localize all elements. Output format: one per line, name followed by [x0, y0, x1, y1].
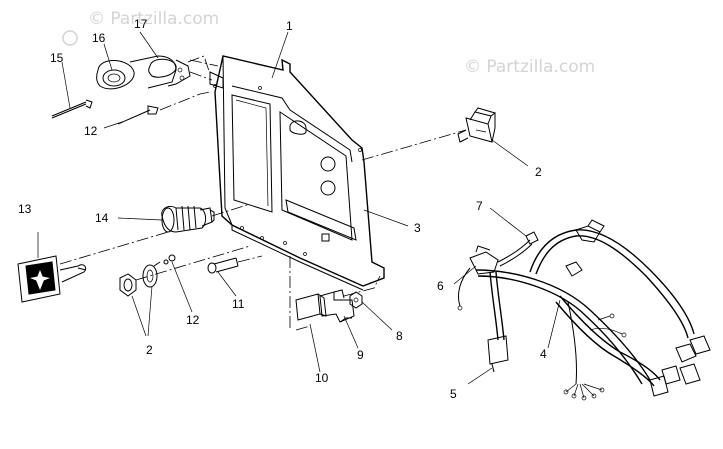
- callout-12-top: 12: [84, 124, 98, 138]
- bracket-9: [319, 289, 355, 323]
- callout-11: 11: [232, 297, 245, 311]
- callout-8: 8: [396, 329, 403, 343]
- dash-panel: [209, 55, 385, 291]
- callout-labels: 1 2 3 4 5 6 7 8 9 10 11 12 12 13 14 15 1…: [18, 17, 547, 401]
- key-switch-housing: [96, 55, 191, 90]
- screw-12-top: [117, 105, 159, 125]
- nut-8: [349, 291, 363, 309]
- callout-6: 6: [437, 279, 444, 293]
- callout-1: 1: [286, 19, 293, 33]
- callout-2-nut: 2: [146, 343, 153, 357]
- screw-11: [207, 257, 239, 274]
- decal-13: [17, 255, 87, 303]
- callout-12-bottom: 12: [186, 313, 200, 327]
- pin-12: [163, 254, 176, 265]
- leader-lines: [37, 31, 561, 385]
- toggle-switch: [457, 107, 497, 143]
- washer-2: [142, 261, 161, 288]
- callout-13: 13: [18, 202, 32, 216]
- watermark-primary: © Partzilla.com: [62, 9, 219, 46]
- callout-3: 3: [414, 221, 421, 235]
- watermark-primary-text: © Partzilla.com: [88, 9, 219, 29]
- callout-17: 17: [134, 17, 148, 31]
- callout-2-switch: 2: [535, 165, 542, 179]
- callout-14: 14: [95, 211, 109, 225]
- callout-5: 5: [450, 387, 457, 401]
- socket-14: [161, 205, 215, 233]
- callout-10: 10: [315, 371, 329, 385]
- callout-4: 4: [540, 347, 547, 361]
- wiring-harness: [457, 219, 711, 401]
- nut-2: [119, 273, 137, 297]
- screw-15: [51, 99, 93, 119]
- callout-9: 9: [357, 348, 364, 362]
- watermark-secondary: © Partzilla.com: [464, 57, 595, 77]
- callout-16: 16: [92, 31, 106, 45]
- callout-7: 7: [476, 199, 483, 213]
- callout-15: 15: [50, 51, 64, 65]
- watermark-secondary-text: © Partzilla.com: [464, 57, 595, 77]
